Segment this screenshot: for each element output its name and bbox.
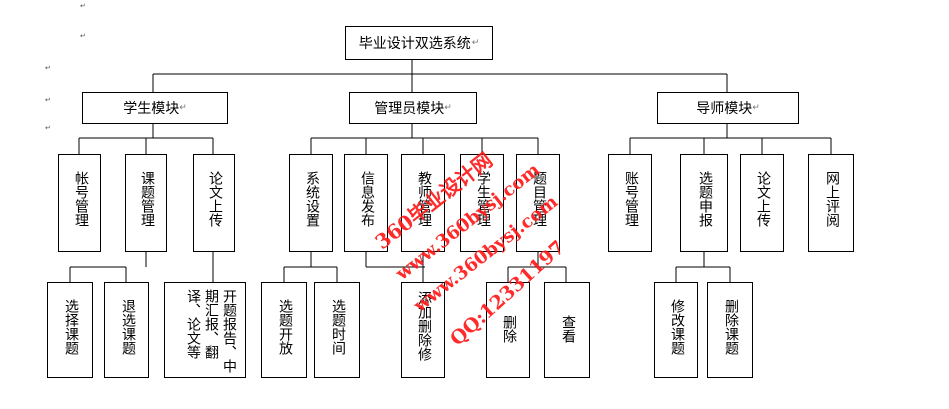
node-system-settings: 系统设置 bbox=[289, 154, 333, 252]
node-student-mgmt: 学生管理 bbox=[460, 154, 504, 252]
node-proposal-report-label: 开题报告、中期汇报、翻译、论文等 bbox=[185, 289, 237, 373]
module-student-label: 学生模块 bbox=[123, 101, 180, 117]
node-topic-mgmt-admin: 题目管理 bbox=[516, 154, 560, 252]
node-thesis-upload-label: 论文上传 bbox=[207, 171, 223, 227]
paragraph-mark: ↵ bbox=[80, 32, 86, 40]
node-topic-mgmt-label: 课题管理 bbox=[139, 171, 155, 227]
module-admin-label: 管理员模块 bbox=[374, 101, 445, 117]
module-tutor-label: 导师模块 bbox=[696, 101, 753, 117]
node-select-topic: 选择课题 bbox=[47, 282, 93, 378]
root-title: 毕业设计双选系统 bbox=[358, 36, 471, 52]
root-node: 毕业设计双选系统↵ bbox=[345, 26, 493, 60]
module-tutor: 导师模块↵ bbox=[657, 92, 799, 124]
paragraph-mark: ↵ bbox=[179, 103, 187, 113]
node-add-delete-modify: 添加删除修 bbox=[401, 282, 445, 378]
node-delete: 删除 bbox=[486, 282, 530, 378]
node-add-delete-modify-label: 添加删除修 bbox=[416, 291, 432, 361]
paragraph-mark: ↵ bbox=[80, 2, 86, 10]
node-student-mgmt-label: 学生管理 bbox=[475, 171, 491, 227]
module-admin: 管理员模块↵ bbox=[349, 92, 477, 124]
node-proposal-report: 开题报告、中期汇报、翻译、论文等 bbox=[164, 282, 246, 378]
node-online-review: 网上评阅 bbox=[808, 154, 854, 252]
paragraph-mark: ↵ bbox=[45, 64, 51, 72]
node-online-review-label: 网上评阅 bbox=[824, 171, 840, 227]
node-modify-topic: 修改课题 bbox=[654, 282, 698, 378]
node-view-label: 查看 bbox=[560, 315, 576, 343]
node-teacher-mgmt: 教师管理 bbox=[401, 154, 445, 252]
node-delete-topic-label: 删除课题 bbox=[723, 299, 739, 355]
node-thesis-upload-tutor-label: 论文上传 bbox=[755, 171, 771, 227]
node-account-mgmt-tutor-label: 账号管理 bbox=[623, 171, 639, 227]
node-account-mgmt-tutor: 账号管理 bbox=[608, 154, 652, 252]
node-delete-topic: 删除课题 bbox=[707, 282, 753, 378]
node-view: 查看 bbox=[544, 282, 590, 378]
paragraph-mark: ↵ bbox=[45, 96, 51, 104]
node-delete-label: 删除 bbox=[501, 315, 517, 343]
module-student: 学生模块↵ bbox=[82, 92, 228, 124]
node-drop-topic-label: 退选课题 bbox=[120, 299, 136, 355]
paragraph-mark: ↵ bbox=[45, 124, 51, 132]
node-select-topic-label: 选择课题 bbox=[63, 299, 79, 355]
node-selection-time-label: 选题时间 bbox=[330, 299, 346, 355]
node-info-publish-label: 信息发布 bbox=[359, 171, 375, 227]
node-drop-topic: 退选课题 bbox=[104, 282, 149, 378]
node-topic-apply: 选题申报 bbox=[680, 154, 728, 252]
node-info-publish: 信息发布 bbox=[344, 154, 388, 252]
node-account-mgmt-label: 帐号管理 bbox=[73, 171, 89, 227]
node-selection-time: 选题时间 bbox=[314, 282, 360, 378]
paragraph-mark: ↵ bbox=[471, 38, 480, 48]
node-topic-mgmt: 课题管理 bbox=[125, 154, 167, 252]
paragraph-mark: ↵ bbox=[444, 103, 452, 113]
node-thesis-upload-tutor: 论文上传 bbox=[740, 154, 784, 252]
node-teacher-mgmt-label: 教师管理 bbox=[416, 171, 432, 227]
node-topic-apply-label: 选题申报 bbox=[697, 171, 713, 227]
node-topic-mgmt-admin-label: 题目管理 bbox=[531, 171, 547, 227]
node-system-settings-label: 系统设置 bbox=[304, 171, 320, 227]
node-account-mgmt: 帐号管理 bbox=[58, 154, 101, 252]
node-open-selection: 选题开放 bbox=[261, 282, 307, 378]
node-modify-topic-label: 修改课题 bbox=[669, 299, 685, 355]
node-thesis-upload: 论文上传 bbox=[193, 154, 235, 252]
node-open-selection-label: 选题开放 bbox=[277, 299, 293, 355]
paragraph-mark: ↵ bbox=[752, 103, 760, 113]
